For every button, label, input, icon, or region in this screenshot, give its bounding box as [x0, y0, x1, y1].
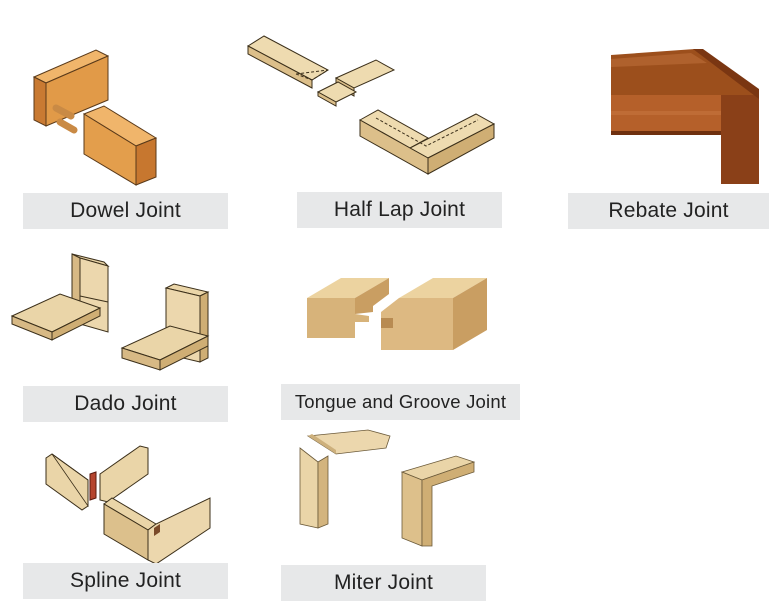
- tongue-and-groove-joint-label: Tongue and Groove Joint: [281, 384, 520, 420]
- rebate-joint-label: Rebate Joint: [568, 193, 769, 229]
- rebate-joint-illustration: [611, 49, 759, 184]
- dowel-joint-label: Dowel Joint: [23, 193, 228, 229]
- dowel-joint-illustration: [26, 42, 166, 187]
- spline-joint-label: Spline Joint: [23, 563, 228, 599]
- miter-joint-illustration: [296, 428, 478, 552]
- half-lap-joint-label: Half Lap Joint: [297, 192, 502, 228]
- dado-joint-label: Dado Joint: [23, 386, 228, 422]
- half-lap-joint-illustration: [246, 34, 502, 179]
- tongue-and-groove-joint-illustration: [303, 272, 487, 354]
- spline-joint-illustration: [44, 444, 214, 566]
- miter-joint-label: Miter Joint: [281, 565, 486, 601]
- dado-joint-illustration: [10, 252, 226, 374]
